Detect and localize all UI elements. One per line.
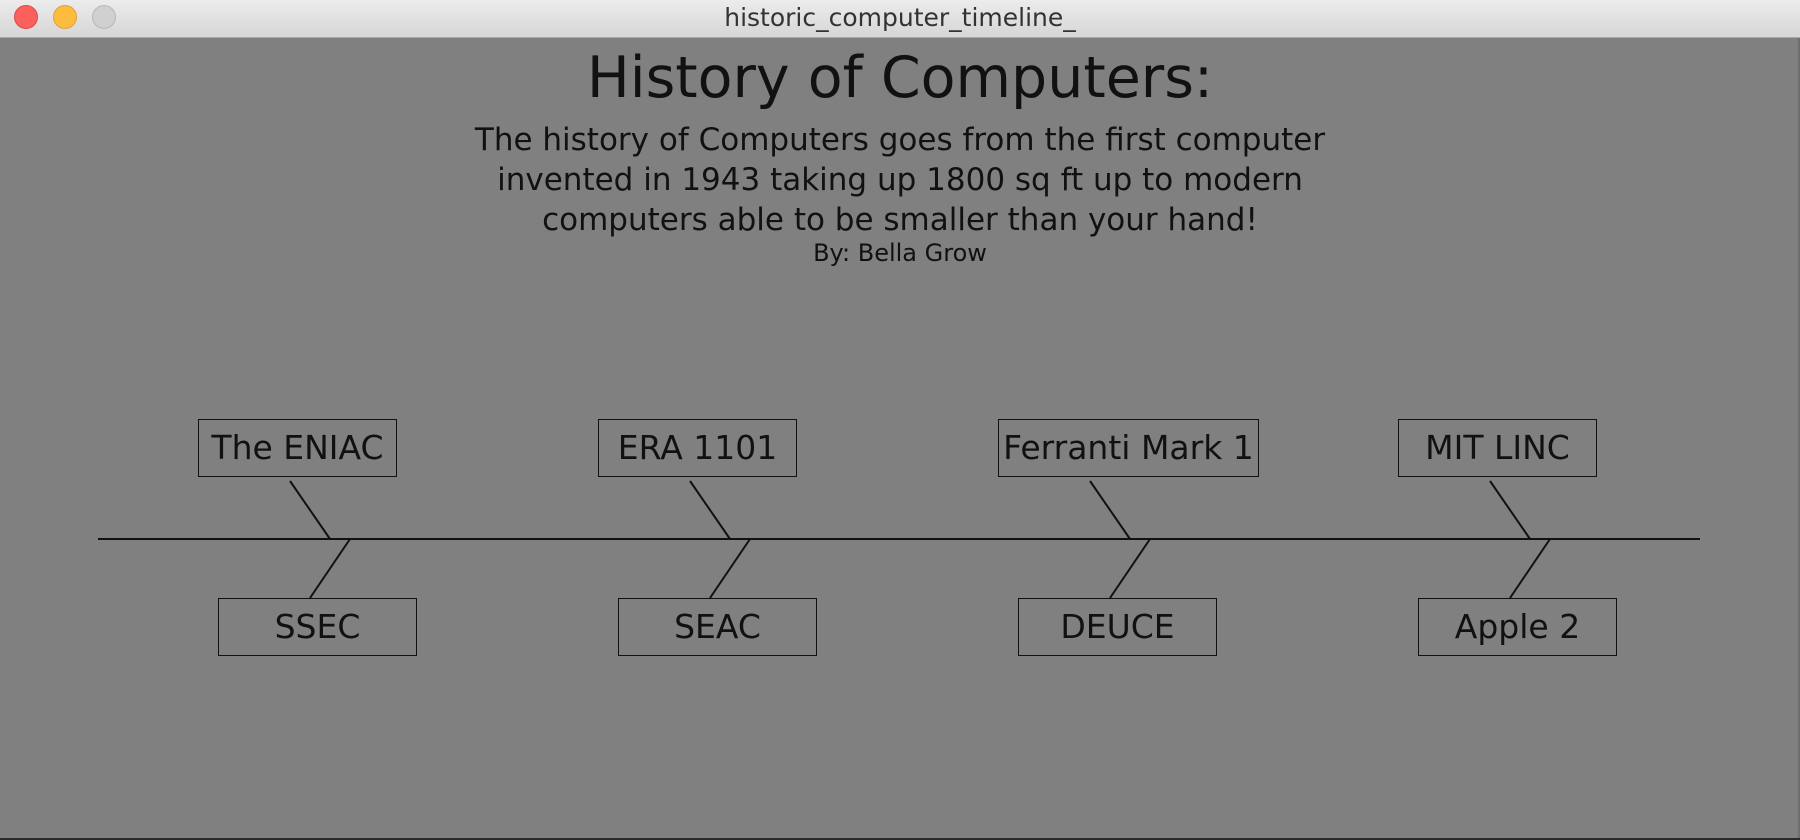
event-box-top: ERA 1101 bbox=[598, 419, 797, 477]
timeline-lines bbox=[98, 480, 1700, 599]
description: The history of Computers goes from the f… bbox=[420, 120, 1380, 240]
connector-top-ferranti bbox=[1089, 480, 1131, 540]
event-box-top: Ferranti Mark 1 bbox=[998, 419, 1259, 477]
title-bar[interactable]: historic_computer_timeline_ bbox=[0, 0, 1800, 38]
description-line: The history of Computers goes from the f… bbox=[474, 122, 1326, 158]
connector-bottom-apple2 bbox=[1509, 538, 1551, 599]
description-line: computers able to be smaller than your h… bbox=[542, 202, 1258, 238]
event-box-top: MIT LINC bbox=[1398, 419, 1597, 477]
connector-bottom-deuce bbox=[1109, 538, 1151, 599]
close-button[interactable] bbox=[14, 5, 38, 29]
window-edge bbox=[1798, 38, 1800, 838]
connector-bottom-seac bbox=[709, 538, 751, 599]
event-box-bottom: DEUCE bbox=[1018, 598, 1217, 656]
event-box-bottom: Apple 2 bbox=[1418, 598, 1617, 656]
event-box-top: The ENIAC bbox=[198, 419, 397, 477]
canvas-area: History of Computers: The history of Com… bbox=[0, 38, 1800, 838]
page-title: History of Computers: bbox=[586, 45, 1214, 111]
connector-top-era1101 bbox=[689, 480, 731, 540]
minimize-button[interactable] bbox=[53, 5, 77, 29]
zoom-button[interactable] bbox=[92, 5, 116, 29]
event-box-bottom: SSEC bbox=[218, 598, 417, 656]
connector-bottom-ssec bbox=[309, 538, 351, 599]
window-title: historic_computer_timeline_ bbox=[724, 3, 1076, 32]
author-byline: By: Bella Grow bbox=[813, 239, 987, 267]
description-line: invented in 1943 taking up 1800 sq ft up… bbox=[497, 162, 1303, 198]
connector-top-eniac bbox=[289, 480, 331, 540]
connector-top-mitlinc bbox=[1489, 480, 1531, 540]
event-box-bottom: SEAC bbox=[618, 598, 817, 656]
